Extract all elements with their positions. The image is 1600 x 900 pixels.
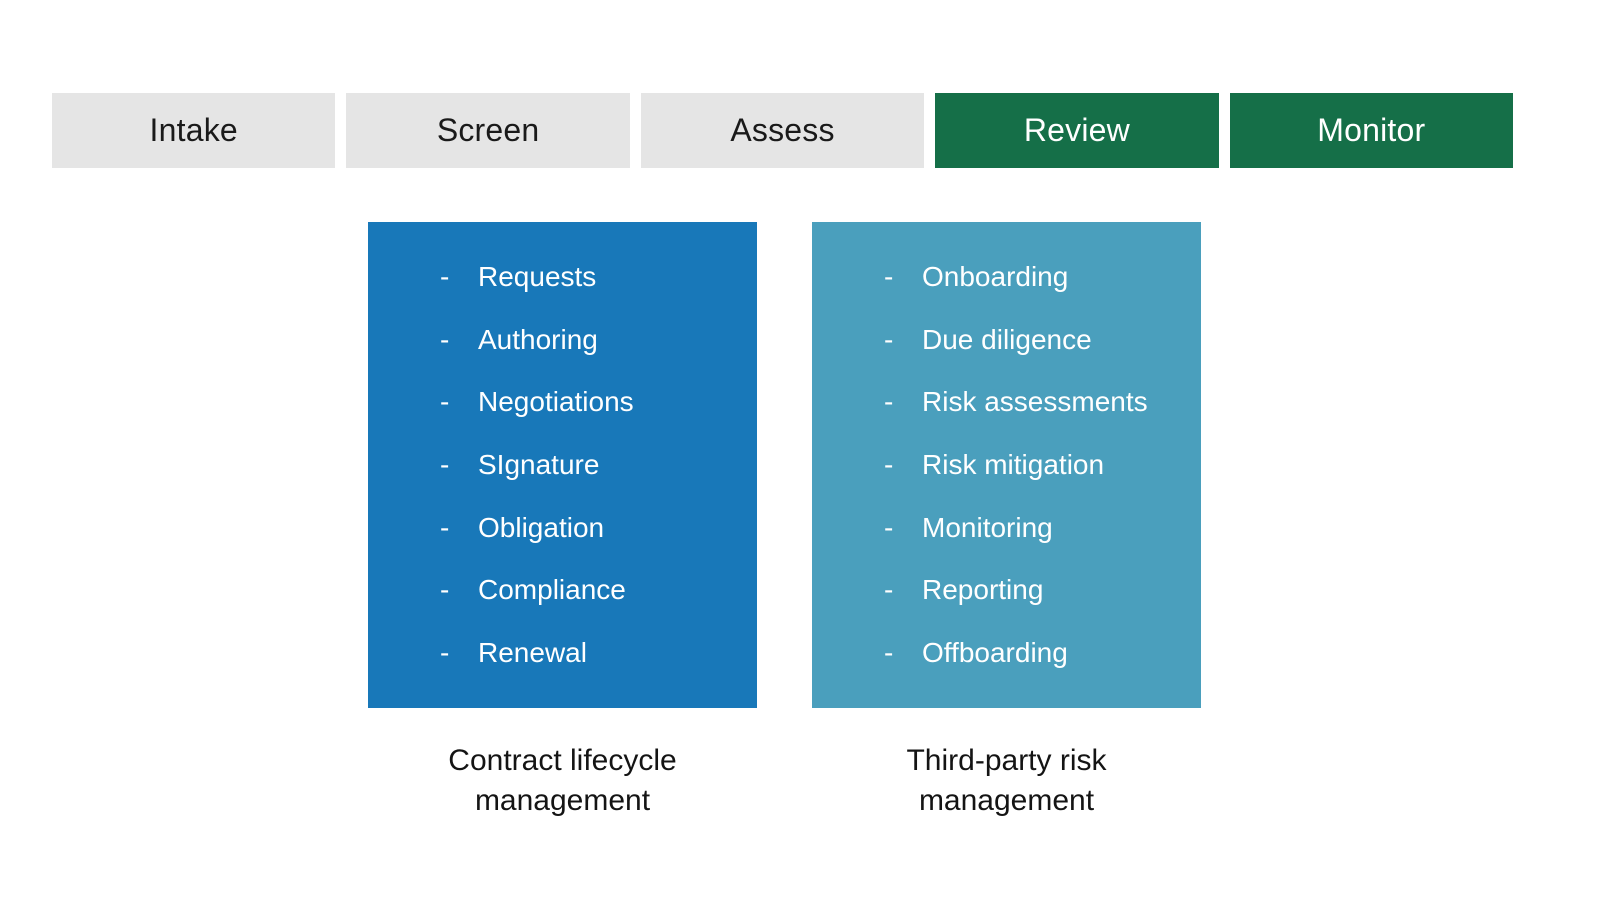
list-item-label: Due diligence [922, 323, 1092, 355]
list-item-label: SIgnature [478, 448, 600, 480]
list-item-label: Obligation [478, 511, 605, 543]
clm-item-list: - Requests - Authoring - Negotiations - … [368, 222, 757, 708]
dash-bullet: - [440, 574, 450, 606]
list-item-label: Requests [478, 261, 597, 293]
list-item-label: Compliance [478, 574, 626, 606]
tprm-item-list: - Onboarding - Due diligence - Risk asse… [812, 222, 1201, 708]
list-item-label: Reporting [922, 574, 1044, 606]
list-item-label: Monitoring [922, 511, 1053, 543]
dash-bullet: - [884, 574, 894, 606]
dash-bullet: - [884, 511, 894, 543]
panel-third-party-risk: - Onboarding - Due diligence - Risk asse… [812, 222, 1201, 708]
list-item-label: Risk mitigation [922, 448, 1105, 480]
list-item-label: Renewal [478, 636, 587, 668]
list-item-label: Risk assessments [922, 386, 1148, 418]
stage-tab-label: Assess [730, 112, 835, 148]
dash-bullet: - [884, 448, 894, 480]
caption-line: management [918, 784, 1095, 817]
panel-contract-lifecycle: - Requests - Authoring - Negotiations - … [368, 222, 757, 708]
caption-line: Contract lifecycle [448, 744, 677, 777]
dash-bullet: - [440, 386, 450, 418]
dash-bullet: - [440, 448, 450, 480]
list-item-label: Authoring [478, 323, 598, 355]
caption-line: management [474, 784, 651, 817]
caption-contract-lifecycle: Contract lifecycle management [368, 741, 757, 821]
list-item: - Renewal [440, 637, 747, 669]
stage-tab-assess[interactable]: Assess [640, 93, 925, 168]
stage-tab-monitor[interactable]: Monitor [1229, 93, 1514, 168]
list-item: - Obligation [440, 512, 747, 544]
stage-tab-review[interactable]: Review [935, 93, 1219, 168]
dash-bullet: - [884, 386, 894, 418]
list-item: - Authoring [440, 324, 747, 356]
list-item: - Compliance [440, 574, 747, 606]
stage-tab-label: Intake [149, 112, 238, 148]
list-item-label: Offboarding [922, 636, 1068, 668]
list-item: - Requests [440, 261, 747, 293]
dash-bullet: - [884, 323, 894, 355]
list-item: - Offboarding [884, 637, 1191, 669]
list-item: - Onboarding [884, 261, 1191, 293]
dash-bullet: - [440, 323, 450, 355]
caption-third-party-risk: Third-party risk management [812, 741, 1201, 821]
list-item: - Monitoring [884, 512, 1191, 544]
list-item: - Risk mitigation [884, 449, 1191, 481]
stage-tab-row: Intake Screen Assess Review Monitor [52, 93, 1514, 168]
stage-tab-label: Review [1023, 112, 1130, 148]
list-item: - SIgnature [440, 449, 747, 481]
dash-bullet: - [440, 636, 450, 668]
list-item: - Due diligence [884, 324, 1191, 356]
stage-tab-intake[interactable]: Intake [52, 93, 336, 168]
list-item: - Negotiations [440, 386, 747, 418]
list-item-label: Negotiations [478, 386, 634, 418]
list-item: - Reporting [884, 574, 1191, 606]
dash-bullet: - [884, 261, 894, 293]
dash-bullet: - [440, 511, 450, 543]
stage-tab-screen[interactable]: Screen [346, 93, 630, 168]
stage-tab-label: Monitor [1317, 112, 1426, 148]
caption-line: Third-party risk [906, 744, 1107, 777]
stage-tab-label: Screen [436, 112, 540, 148]
dash-bullet: - [884, 636, 894, 668]
list-item: - Risk assessments [884, 386, 1191, 418]
list-item-label: Onboarding [922, 261, 1069, 293]
dash-bullet: - [440, 261, 450, 293]
